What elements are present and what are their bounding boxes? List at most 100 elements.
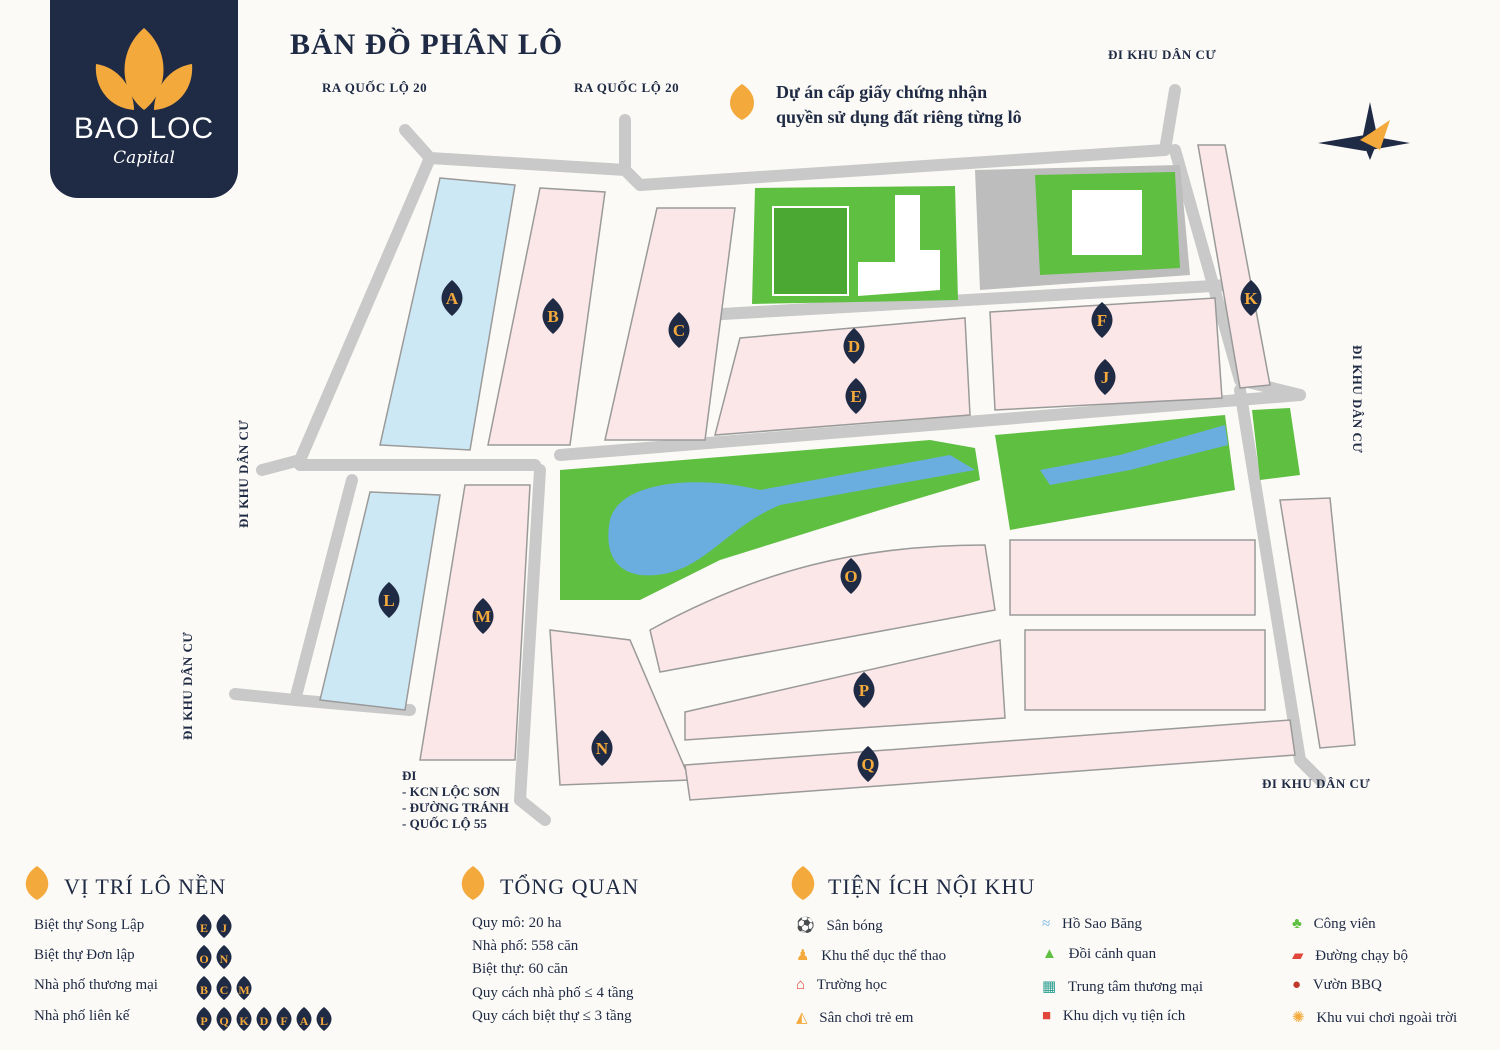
block-marker-n: N <box>216 945 232 969</box>
amenity-label: Khu thể dục thể thao <box>821 948 947 964</box>
amenity-label: Sân chơi trẻ em <box>819 1010 914 1026</box>
block-marker-m: M <box>236 976 252 1000</box>
legend-leaf-icon <box>25 866 49 900</box>
block-marker-c: C <box>216 976 232 1000</box>
legend-row-label: Nhà phố liên kế <box>34 1008 130 1024</box>
amenity-label: Sân bóng <box>826 918 883 934</box>
lot-empty-1 <box>1009 539 1256 616</box>
block-letter: D <box>260 1014 269 1028</box>
lake-east <box>1040 425 1228 485</box>
block-marker-o: O <box>196 945 212 969</box>
block-marker-b: B <box>542 298 564 334</box>
overview-leaf-icon <box>461 866 485 900</box>
block-letter: F <box>1097 311 1107 330</box>
playground-icon: ◭ <box>796 1010 808 1026</box>
block-letter: F <box>280 1014 287 1028</box>
overview-line: Quy mô: 20 ha <box>472 915 562 931</box>
overview-line: Biệt thự: 60 căn <box>472 961 569 977</box>
amenity-running-track: ▰ Đường chạy bộ <box>1292 946 1408 965</box>
block-letter: D <box>848 337 860 356</box>
amenity-label: Khu vui chơi ngoài trời <box>1316 1010 1458 1026</box>
block-marker-p: P <box>196 1007 212 1031</box>
amenity-label: Vườn BBQ <box>1312 977 1382 993</box>
block-marker-l: L <box>378 582 400 618</box>
amenity-bbq: ● Vườn BBQ <box>1292 977 1382 994</box>
block-marker-k: K <box>236 1007 252 1031</box>
parks-and-green-areas <box>560 165 1300 600</box>
roads <box>229 84 1326 826</box>
block-letter: E <box>850 387 861 406</box>
east-strip-park <box>1252 408 1300 480</box>
block-marker-c: C <box>668 312 690 348</box>
school-building <box>858 195 940 296</box>
exit-directions: ĐI - KCN LỘC SƠN - ĐƯỜNG TRÁNH - QUỐC LỘ… <box>402 768 509 832</box>
legend-row-label: Biệt thự Song Lập <box>34 917 145 933</box>
block-letter: K <box>1244 289 1258 308</box>
amenity-soccer-field: ⚽ Sân bóng <box>796 916 883 935</box>
hill-icon: ▲ <box>1042 946 1057 962</box>
amenity-outdoor-play: ✺ Khu vui chơi ngoài trời <box>1292 1008 1457 1027</box>
overview-line: Nhà phố: 558 căn <box>472 938 579 954</box>
legend-row-label: Nhà phố thương mại <box>34 977 158 993</box>
block-marker-d: D <box>256 1007 272 1031</box>
block-letter: Q <box>219 1014 228 1028</box>
compass <box>1318 102 1410 160</box>
block-letter: A <box>300 1014 309 1028</box>
certification-note: Dự án cấp giấy chứng nhận quyền sử dụng … <box>776 80 1022 130</box>
brand-tagline: Capital <box>113 148 175 168</box>
block-letter: N <box>596 739 609 758</box>
brand-logo: BAO LOC Capital <box>50 0 238 198</box>
map-title: BẢN ĐỒ PHÂN LÔ <box>290 28 564 61</box>
overview-title: TỔNG QUAN <box>500 874 640 899</box>
amenity-fitness: ♟ Khu thể dục thể thao <box>796 946 946 965</box>
block-marker-o: O <box>840 558 862 594</box>
amenity-label: Trung tâm thương mại <box>1067 979 1204 995</box>
block-marker-n: N <box>591 730 613 766</box>
amenity-label: Đồi cảnh quan <box>1068 946 1157 962</box>
amenity-service: ■ Khu dịch vụ tiện ích <box>1042 1008 1185 1025</box>
lot-block-d-e <box>714 317 971 436</box>
block-letter: P <box>200 1014 207 1028</box>
park-icon: ♣ <box>1292 916 1302 932</box>
amenity-label: Công viên <box>1313 916 1376 932</box>
block-marker-q: Q <box>857 746 879 782</box>
lot-block-a <box>379 177 516 451</box>
amenities-title: TIỆN ÍCH NỘI KHU <box>828 874 1036 899</box>
amenity-park: ♣ Công viên <box>1292 916 1376 933</box>
lot-block-k <box>1197 144 1271 389</box>
lot-block-o <box>649 544 996 673</box>
road-label-bottom-right: ĐI KHU DÂN CƯ <box>1262 776 1371 791</box>
soccer-field <box>772 206 849 296</box>
block-marker-a: A <box>296 1007 312 1031</box>
amenity-lake: ≈ Hồ Sao Băng <box>1042 916 1142 933</box>
road-label-ql20-right: RA QUỐC LỘ 20 <box>574 80 680 95</box>
block-letter: B <box>547 307 558 326</box>
road-label-right-middle: ĐI KHU DÂN CƯ <box>1350 345 1365 454</box>
amenity-label: Đường chạy bộ <box>1315 948 1409 964</box>
certification-line-1: Dự án cấp giấy chứng nhận <box>776 82 988 102</box>
bbq-icon: ● <box>1292 977 1302 993</box>
lot-block-f-j <box>989 297 1223 411</box>
block-letter: C <box>220 983 229 997</box>
amenity-school: ⌂ Trường học <box>796 977 887 994</box>
leaf-logo-icon <box>95 28 193 110</box>
block-marker-p: P <box>853 672 875 708</box>
amenity-playground: ◭ Sân chơi trẻ em <box>796 1008 913 1027</box>
fitness-icon: ♟ <box>796 948 810 964</box>
block-marker-j: J <box>1094 359 1116 395</box>
road-label-top-right: ĐI KHU DÂN CƯ <box>1108 47 1217 62</box>
lot-block-q <box>684 719 1296 801</box>
certification-line-2: quyền sử dụng đất riêng từng lô <box>776 107 1022 127</box>
block-letter: B <box>200 983 208 997</box>
block-letter: A <box>446 289 459 308</box>
school-icon: ⌂ <box>796 977 806 993</box>
block-marker-a: A <box>441 280 463 316</box>
block-marker-k: K <box>1240 280 1262 316</box>
amenity-shopping-center: ▦ Trung tâm thương mại <box>1042 977 1203 996</box>
block-letter: J <box>1101 368 1110 387</box>
block-marker-d: D <box>843 328 865 364</box>
block-letter: P <box>859 681 869 700</box>
block-letter: J <box>221 921 227 935</box>
road-label-left-lower: ĐI KHU DÂN CƯ <box>180 631 195 740</box>
